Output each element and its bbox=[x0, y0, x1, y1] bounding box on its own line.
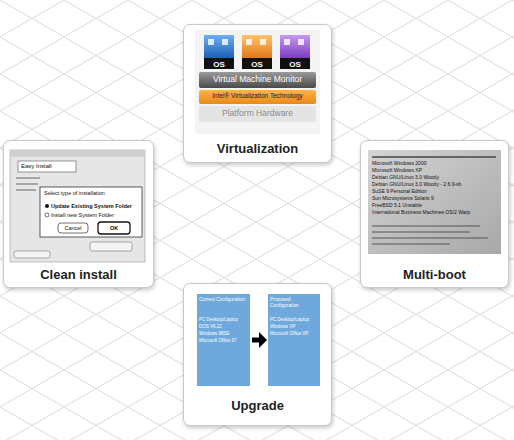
screenshot-text: Debian GNU/Linux 3.0 Woody bbox=[372, 175, 498, 181]
screenshot-text: PC Desktop/Laptop bbox=[199, 317, 249, 322]
screenshot-text: Windows XP bbox=[270, 324, 319, 329]
screenshot-text: Platform Hardware bbox=[199, 109, 316, 119]
card-caption: Multi-boot bbox=[361, 267, 508, 282]
screenshot-text: DOS V6.22 bbox=[199, 324, 249, 329]
screenshot-text: OK bbox=[98, 225, 130, 231]
screenshot-text: Update Existing System Folder bbox=[51, 203, 141, 209]
screenshot-text: Select type of installation bbox=[44, 190, 140, 196]
screenshot-text: Sun Microsystems Solaris 9 bbox=[372, 196, 498, 202]
screenshot-text: SuSE 9 Personal Edition bbox=[372, 189, 498, 195]
card-caption: Upgrade bbox=[184, 398, 331, 413]
screenshot-text: Debian GNU/Linux 3.0 Woody - 2.6.9-sb bbox=[372, 182, 498, 188]
screenshot-text: Easy Install bbox=[21, 163, 75, 170]
screenshot-text: Microsoft Windows XP bbox=[372, 168, 498, 174]
screenshot-text: Intel® Virtualization Technology bbox=[199, 92, 316, 99]
screenshot-text: Install new System Folder bbox=[51, 212, 141, 218]
screenshot-text: PC Desktop/Laptop bbox=[270, 317, 319, 322]
screenshot-text: Virtual Machine Monitor bbox=[199, 75, 316, 85]
card-caption: Virtualization bbox=[184, 141, 331, 156]
virtualization-illustration bbox=[195, 30, 320, 134]
screenshot-text: Microsoft Office 97 bbox=[199, 338, 249, 343]
screenshot-text: International Business Machines OS/2 War… bbox=[372, 210, 498, 216]
screenshot-text: Current Configuration bbox=[199, 297, 249, 303]
screenshot-text: Proposed Configuration bbox=[270, 297, 319, 308]
clean-install-screenshot bbox=[10, 150, 145, 262]
screenshot-text: Microsoft Office XP bbox=[270, 331, 319, 336]
screenshot-text: OS bbox=[280, 60, 310, 69]
screenshot-text: OS bbox=[204, 60, 234, 69]
screenshot-text: Windows 98SE bbox=[199, 331, 249, 336]
card-caption: Clean install bbox=[4, 267, 153, 282]
upgrade-illustration bbox=[197, 294, 320, 386]
screenshot-text: OS bbox=[242, 60, 272, 69]
multi-boot-photo bbox=[368, 150, 501, 254]
screenshot-text: FreeBSD 5.1 Unstable bbox=[372, 203, 498, 209]
screenshot-text: Microsoft Windows 2000 bbox=[372, 161, 498, 167]
screenshot-text: Cancel bbox=[58, 225, 88, 231]
